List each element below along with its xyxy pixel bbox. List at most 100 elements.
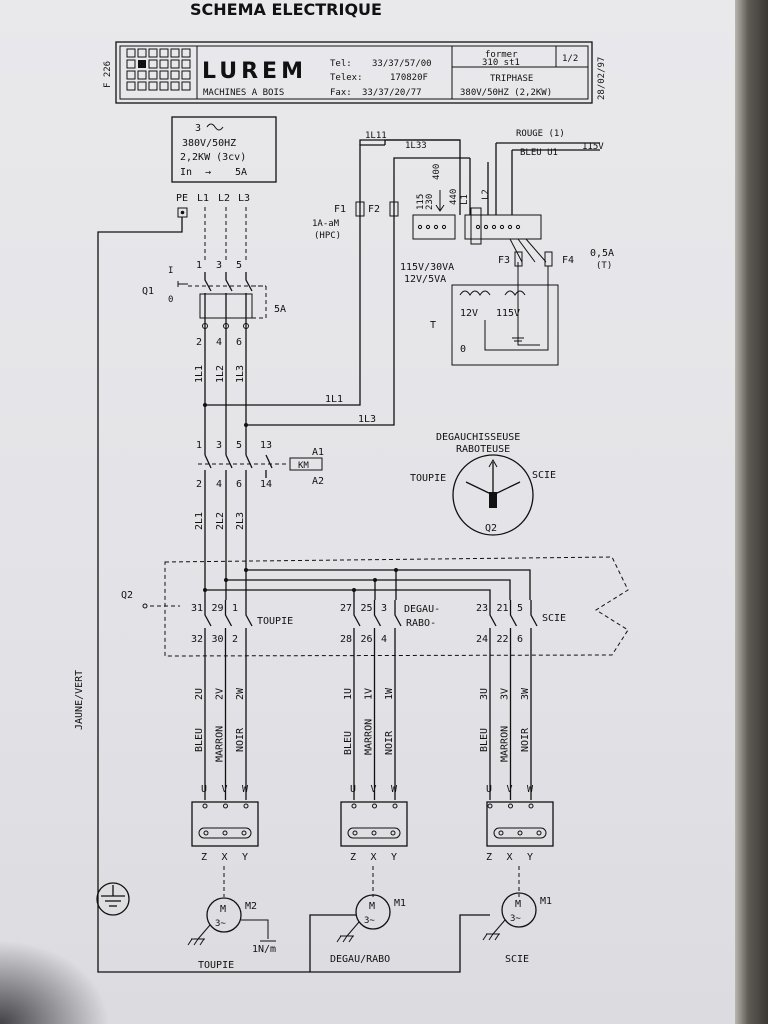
svg-text:5A: 5A [274, 304, 286, 315]
diagram-title: SCHEMA ELECTRIQUE [190, 0, 382, 19]
motor-wire-color: BLEU [479, 728, 490, 752]
svg-text:1L3: 1L3 [358, 414, 376, 425]
tel-label: Tel: [330, 59, 352, 69]
svg-text:DEGAUCHISSEUSE: DEGAUCHISSEUSE [436, 432, 520, 443]
svg-text:230: 230 [425, 194, 435, 210]
q2-switch-box [164, 556, 629, 657]
svg-text:I: I [168, 266, 173, 276]
uvw-label: W [242, 784, 249, 795]
motor-symbol: M [515, 899, 521, 910]
q2-top-2-1: 21 [497, 603, 509, 614]
q1-main-switch: Q1 I 0 1 3 5 5A 2 4 6 1L1 1L2 1L3 [142, 260, 286, 383]
zxy-label: Y [242, 852, 248, 863]
svg-text:T: T [430, 320, 436, 331]
fuses-f1-f2: F1 F2 1A-aM (HPC) [312, 201, 399, 241]
q2-top-0-2: 1 [232, 603, 238, 614]
q2-bottom-2-0: 24 [476, 634, 488, 645]
arrow-down-icon [435, 190, 445, 212]
fax-label: Fax: [330, 88, 352, 98]
q1-handle-icon [177, 281, 188, 287]
q2-group-label-1b: RABO- [406, 618, 436, 629]
motor-icon [501, 892, 537, 928]
q2-selector-diagram: DEGAUCHISSEUSE RABOTEUSE TOUPIE SCIE Q2 [410, 432, 556, 536]
date-label: 28/02/97 [597, 57, 607, 100]
uvw-label: U [350, 784, 356, 795]
q2-top-2-0: 23 [476, 603, 488, 614]
svg-text:115V: 115V [496, 308, 520, 319]
zxy-label: Z [350, 852, 356, 863]
svg-text:12V: 12V [460, 308, 478, 319]
shadow-overlay [0, 940, 110, 1024]
zxy-label: Z [486, 852, 492, 863]
arrow-right-icon: → [205, 167, 211, 178]
ac-wave-icon [206, 123, 224, 131]
uvw-label: V [371, 784, 377, 795]
svg-text:2L2: 2L2 [215, 512, 226, 530]
svg-text:RABOTEUSE: RABOTEUSE [456, 444, 510, 455]
svg-text:F4: F4 [562, 255, 574, 266]
uvw-label: V [507, 784, 513, 795]
svg-text:1: 1 [196, 260, 202, 271]
motor-label: SCIE [505, 954, 529, 965]
motor-wire-color: BLEU [194, 728, 205, 752]
earth-symbol-icon [96, 882, 130, 916]
svg-text:1A-aM: 1A-aM [312, 219, 340, 229]
svg-text:12V/5VA: 12V/5VA [404, 274, 446, 285]
svg-text:A1: A1 [312, 447, 324, 458]
motor-wire-code: 2W [235, 687, 246, 700]
paper-sheet [0, 0, 740, 1024]
svg-text:2L1: 2L1 [194, 512, 205, 530]
telex-label: Telex: [330, 73, 363, 83]
bridge-link-icon [198, 827, 252, 839]
earth-wire-label: JAUNE/VERT [74, 670, 85, 730]
frame-ground-icon [482, 919, 506, 941]
svg-text:1: 1 [196, 440, 202, 451]
transformer-coil-icon [459, 290, 491, 296]
svg-text:0,5A: 0,5A [590, 248, 614, 259]
q2-top-1-0: 27 [340, 603, 352, 614]
sheet-number: 1/2 [562, 54, 578, 64]
uvw-label: U [201, 784, 207, 795]
q2-group-label-2: SCIE [542, 613, 566, 624]
motor-wire-color: MARRON [215, 726, 226, 762]
uvw-label: W [391, 784, 398, 795]
terminal-box [191, 801, 259, 847]
zxy-label: X [371, 852, 377, 863]
supply-current-label: In [180, 167, 192, 178]
terminal-l3: L3 [238, 193, 250, 204]
svg-text:(T): (T) [596, 261, 612, 271]
uvw-label: U [486, 784, 492, 795]
q2-group-label-0: TOUPIE [257, 616, 293, 627]
q2-bottom-0-0: 32 [191, 634, 203, 645]
q2-top-1-2: 3 [381, 603, 387, 614]
svg-text:L1: L1 [460, 194, 470, 205]
telex-value: 170820F [390, 73, 428, 83]
logo-grid-icon [126, 48, 191, 91]
terminal-box [340, 801, 408, 847]
q2-group-label-1a: DEGAU- [404, 604, 440, 615]
motor-wire-color: BLEU [343, 731, 354, 755]
svg-text:A2: A2 [312, 476, 324, 487]
svg-text:400: 400 [432, 164, 442, 180]
transformer-block: 115 230 400 440 L1 L2 ROUGE (1) BLEU U1 … [400, 129, 614, 366]
motor-wire-color: NOIR [235, 727, 246, 752]
svg-text:14: 14 [260, 479, 272, 490]
svg-text:5: 5 [236, 440, 242, 451]
q2-bottom-1-1: 26 [361, 634, 373, 645]
q2-label: Q2 [121, 590, 133, 601]
svg-text:KM: KM [298, 461, 309, 471]
motor-circuit-1: 1UBLEUUZ1VMARRONVX1WNOIRWYM3~M1DEGAU/RAB… [330, 650, 408, 965]
frame-ground-icon [336, 921, 360, 943]
svg-text:TOUPIE: TOUPIE [410, 473, 446, 484]
svg-text:6: 6 [236, 479, 242, 490]
model-line2: 310 st1 [482, 58, 520, 68]
model-line1: former [485, 50, 518, 60]
svg-text:BLEU U1: BLEU U1 [520, 148, 558, 158]
km-contactor: 1 3 5 13 KM A1 A2 2 4 6 14 2L1 2L2 2L3 [194, 440, 324, 560]
svg-text:4: 4 [216, 337, 222, 348]
svg-text:SCIE: SCIE [532, 470, 556, 481]
motor-symbol: M [369, 901, 375, 912]
motor-name: M1 [394, 898, 406, 909]
svg-text:2: 2 [196, 337, 202, 348]
